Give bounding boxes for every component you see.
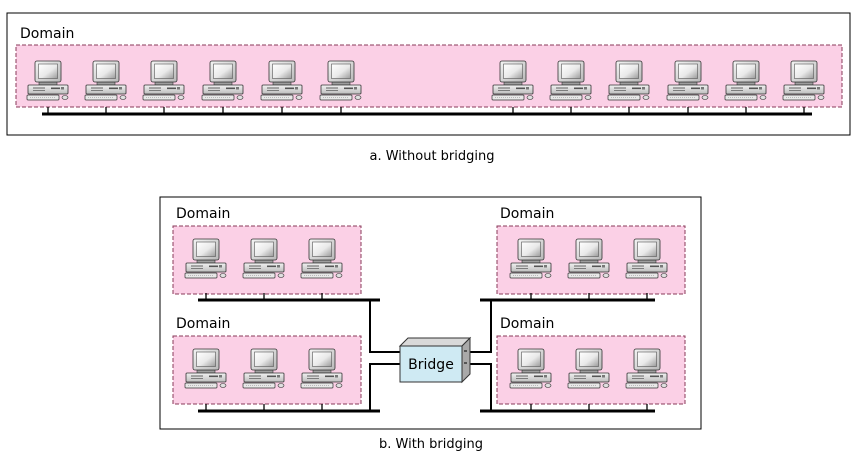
bridge-device-icon (398, 336, 472, 384)
bridge-connection-line (462, 300, 492, 353)
domain-area (15, 44, 843, 108)
bridge-connection-line (369, 300, 400, 353)
caption-b: b. With bridging (379, 437, 483, 452)
bridge-top-face (398, 337, 472, 347)
bridge-port-indicator (464, 350, 467, 352)
bridge-front-face (399, 345, 463, 383)
caption-a: a. Without bridging (370, 149, 495, 164)
domain-label-b-2: Domain (500, 206, 554, 222)
domain-label-b-1: Domain (176, 206, 230, 222)
bridge-connection-line (369, 363, 400, 411)
bridge-port-indicator (464, 362, 467, 364)
domain-label-b-4: Domain (500, 316, 554, 332)
bridge-side-face (461, 336, 471, 384)
bridge-connection-line (462, 363, 492, 411)
domain-label-a: Domain (20, 26, 74, 42)
bridge-label: Bridge (408, 357, 454, 373)
domain-label-b-3: Domain (176, 316, 230, 332)
